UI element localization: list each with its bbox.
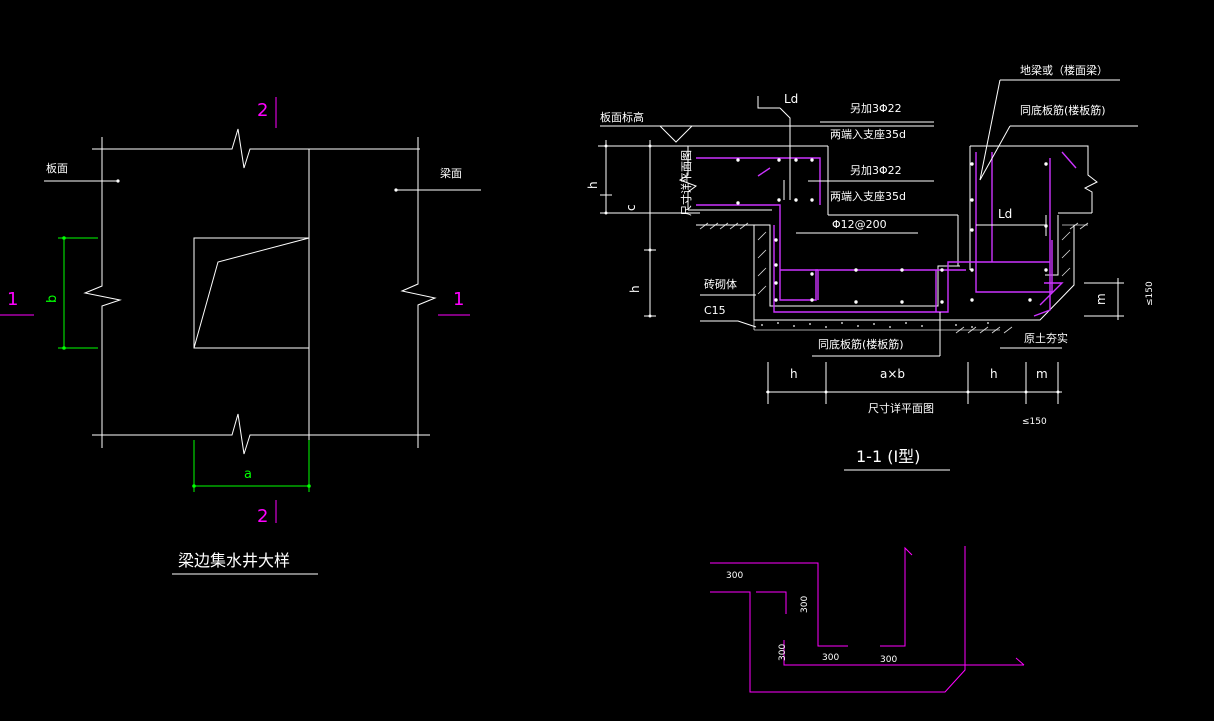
slab-left-break xyxy=(678,146,698,210)
label-beam-face: 梁面 xyxy=(440,166,462,180)
plan-title: 梁边集水井大样 xyxy=(178,551,290,570)
section-title: 1-1 (I型) xyxy=(856,447,920,466)
label-m: m xyxy=(1094,293,1108,305)
plan-top-line xyxy=(92,128,420,169)
label-ld-top: Ld xyxy=(784,92,798,106)
right-outer xyxy=(940,225,1075,321)
label-150a: ≤150 xyxy=(1145,281,1155,306)
label-plan-ref: 尺寸详平面图 xyxy=(868,401,934,415)
rebar-d5: 300 xyxy=(880,655,897,665)
label-ground-beam: 地梁或（楼面梁） xyxy=(1020,63,1108,77)
rebar-d3: 300 xyxy=(778,644,788,661)
label-vertical: 尺寸详平面图 xyxy=(679,150,693,216)
ground-beam-pointer xyxy=(979,79,1001,181)
plan-left-line xyxy=(83,137,122,448)
label-same-slab-top: 同底板筋(楼板筋) xyxy=(1020,103,1106,117)
label-h1: h xyxy=(586,181,600,189)
label-same-slab-bottom: 同底板筋(楼板筋) xyxy=(818,337,904,351)
label-brick: 砖砌体 xyxy=(704,277,737,291)
label-rebar2-a: 另加3Φ22 xyxy=(850,164,902,177)
bar-tip xyxy=(1015,657,1025,666)
dim-b-label: b xyxy=(45,295,60,303)
brick-hatch xyxy=(696,222,1089,320)
ld-arrow-1 xyxy=(779,107,791,200)
c15-leader xyxy=(700,320,757,328)
right-beam xyxy=(970,145,1098,213)
label-soil: 原土夯实 xyxy=(1024,331,1068,345)
label-c: c xyxy=(624,204,638,211)
dim-m: m xyxy=(1036,367,1048,381)
dim-axb: a×b xyxy=(880,367,905,381)
section-view: Ld 另加3Φ22 两端入支座35d 另加3Φ22 两端入支座35d Φ12@2… xyxy=(586,63,1155,471)
dim-b: b xyxy=(45,236,98,350)
label-rebar1-a: 另加3Φ22 xyxy=(850,102,902,115)
dim-a-label: a xyxy=(244,467,252,482)
same-slab-top-pointer xyxy=(979,125,1011,181)
label-c15: C15 xyxy=(704,304,726,317)
bar-upper xyxy=(710,562,848,647)
rebar-bending-detail: 300 300 300 300 300 xyxy=(710,546,1025,693)
dim-h-left: h xyxy=(790,367,798,381)
dim-a: a xyxy=(192,440,311,492)
label-board-face: 板面 xyxy=(46,161,68,175)
plan-view: 板面 梁面 2 2 1 1 b a 梁边 xyxy=(0,97,481,575)
dim-h-right: h xyxy=(990,367,998,381)
label-rebar1-b: 两端入支座35d xyxy=(830,127,906,141)
board-face-point xyxy=(116,179,120,183)
plan-right-line xyxy=(400,137,437,448)
section-1-right: 1 xyxy=(453,289,464,310)
label-h2: h xyxy=(628,285,642,293)
rebar-d1: 300 xyxy=(726,571,743,581)
bar-left-hook xyxy=(756,591,787,614)
pit-rect xyxy=(193,237,310,349)
rebar-d2: 300 xyxy=(800,596,810,613)
beam-face-point xyxy=(394,188,398,192)
section-2-top: 2 xyxy=(257,100,268,121)
pit-slope xyxy=(193,237,310,349)
plan-bottom-line xyxy=(92,413,430,455)
section-2-bottom: 2 xyxy=(257,506,268,527)
label-rebar2-b: 两端入支座35d xyxy=(830,189,906,203)
label-slab-elev: 板面标高 xyxy=(600,110,644,124)
label-stirrup: Φ12@200 xyxy=(832,218,887,231)
pit-outline-inner-left xyxy=(696,224,960,307)
bar-right-hook xyxy=(880,546,913,647)
label-ld-right: Ld xyxy=(998,207,1012,221)
rebar xyxy=(696,151,1077,317)
rebar-d4: 300 xyxy=(822,653,839,663)
ld-top-marker xyxy=(757,96,780,109)
c15-cushion xyxy=(753,320,1013,334)
section-1-left: 1 xyxy=(7,289,18,310)
bar-lower xyxy=(710,546,966,693)
bar-bottom-hook xyxy=(783,640,1024,666)
elev-triangle xyxy=(659,125,693,143)
label-150b: ≤150 xyxy=(1022,417,1047,427)
